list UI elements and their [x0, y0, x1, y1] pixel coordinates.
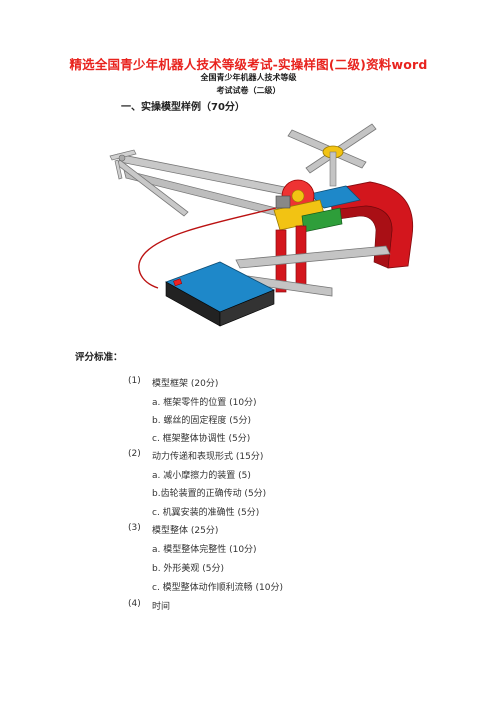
- criteria-sub: b.齿轮装置的正确传动 (5分): [152, 489, 267, 499]
- criteria-title: 动力传递和表现形式 (15分): [152, 452, 264, 462]
- criteria-sub: b. 外形美观 (5分): [152, 564, 225, 574]
- gear-assembly: [273, 179, 361, 233]
- criteria-sub: c. 框架整体协调性 (5分): [152, 434, 251, 444]
- criteria-title: 模型框架 (20分): [152, 379, 219, 389]
- battery-box: [164, 261, 276, 327]
- subtitle-line-1: 全国青少年机器人技术等级: [200, 73, 297, 82]
- battery-wire: [138, 207, 277, 289]
- criteria-sub: b. 螺丝的固定程度 (5分): [152, 416, 252, 426]
- helicopter-model-image: [109, 123, 414, 327]
- main-rotor: [287, 123, 377, 187]
- section-heading: 一、实操模型样例（70分）: [121, 102, 245, 113]
- criteria-label: 评分标准：: [75, 352, 123, 363]
- criteria-sub: a. 减小摩擦力的装置 (5): [152, 471, 251, 481]
- criteria-sub: c. 机翼安装的准确性 (5分): [152, 508, 260, 518]
- page-title: 精选全国青少年机器人技术等级考试-实操样图(二级)资料word: [69, 57, 428, 72]
- criteria-sub: c. 模型整体动作顺利流畅 (10分): [152, 583, 284, 593]
- criteria-sub: a. 框架零件的位置 (10分): [152, 398, 257, 408]
- subtitle-line-2: 考试试卷（二级）: [216, 86, 281, 95]
- criteria-title: 模型整体 (25分): [152, 526, 219, 536]
- tail-rotor: [109, 149, 137, 180]
- criteria-sub: a. 模型整体完整性 (10分): [152, 545, 257, 555]
- criteria-number: (3): [128, 523, 141, 533]
- criteria-title: 时间: [152, 602, 171, 612]
- criteria-number: (4): [128, 599, 141, 609]
- criteria-number: (1): [128, 376, 141, 386]
- criteria-number: (2): [128, 449, 141, 459]
